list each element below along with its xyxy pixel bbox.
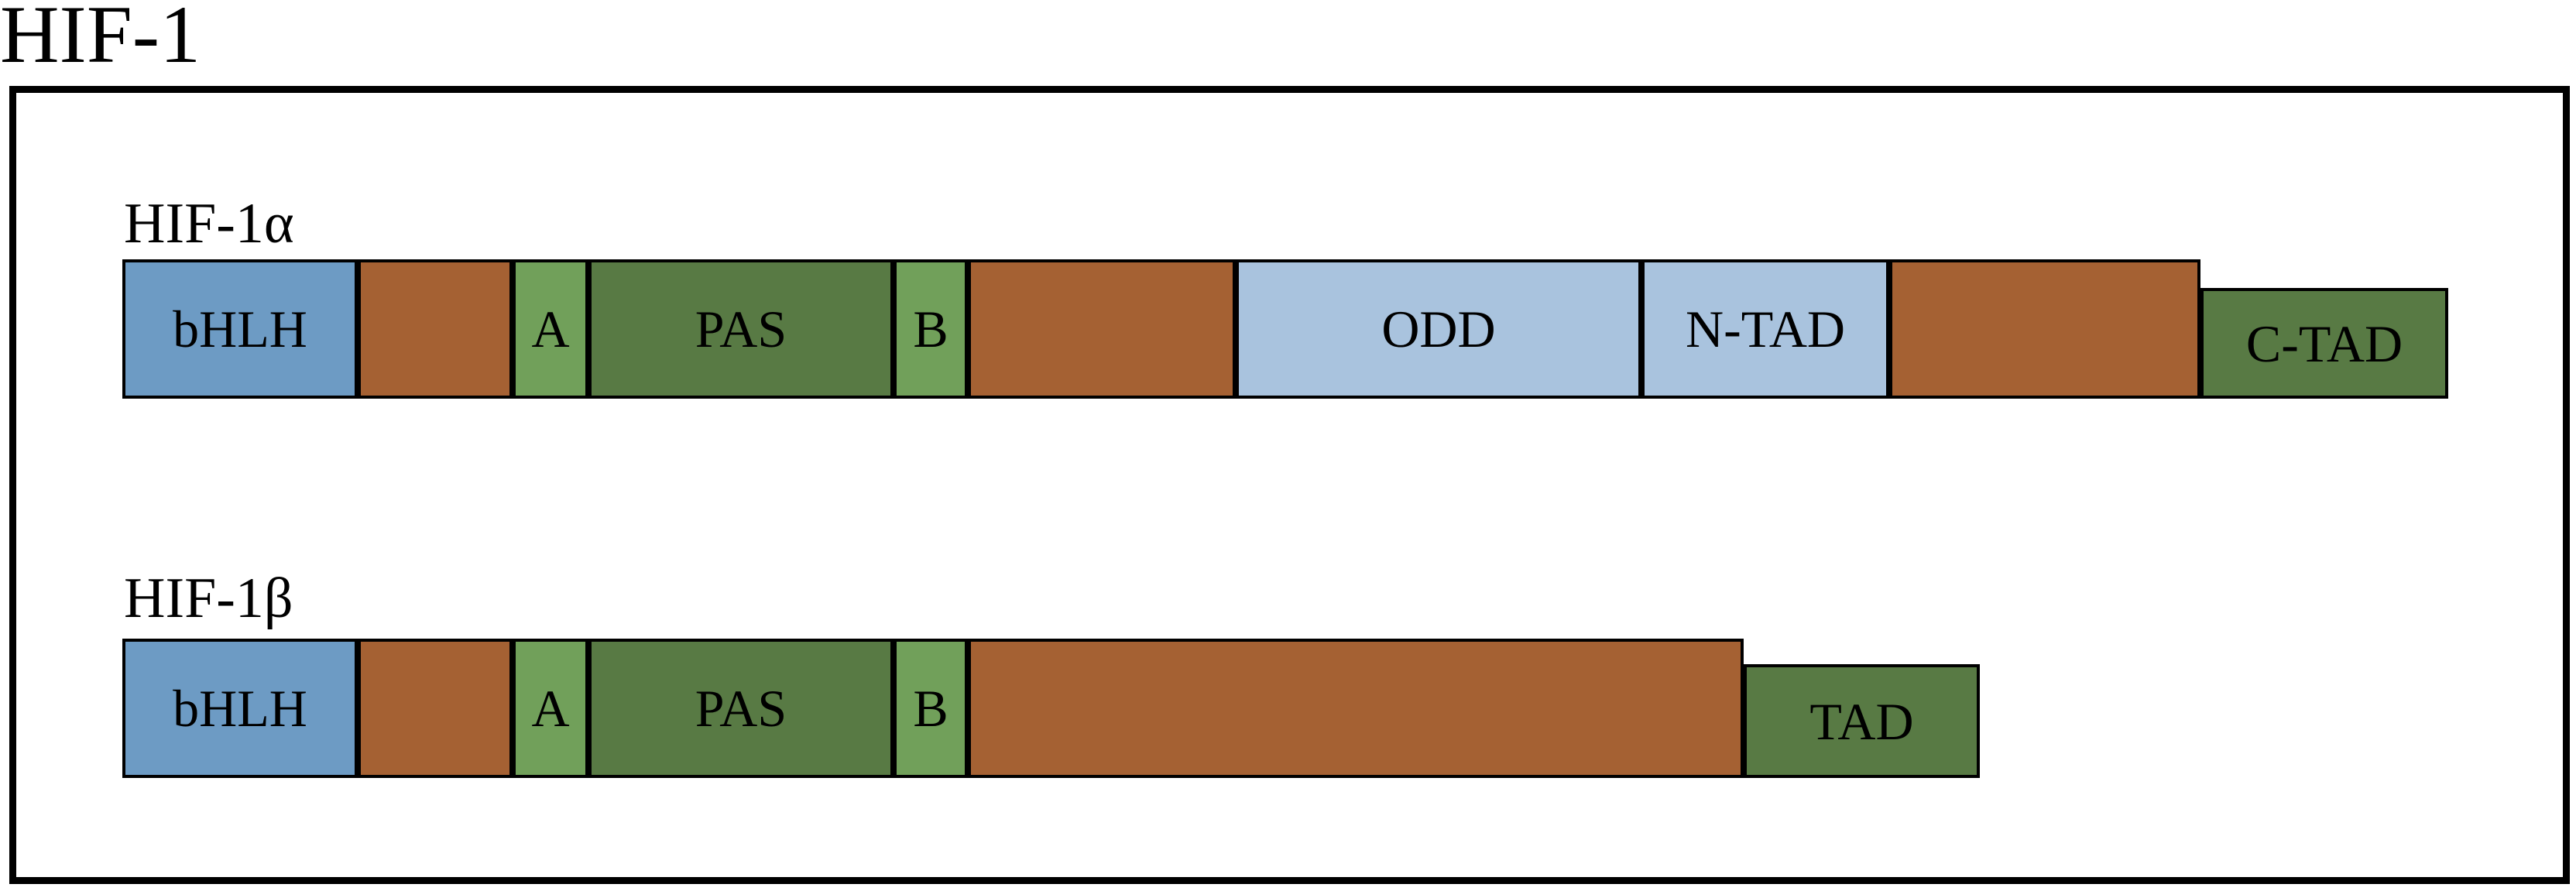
hif1-beta-domain-tad: TAD: [1744, 664, 1980, 778]
hif1-beta-domain-label: PAS: [695, 679, 787, 738]
hif1-alpha-domain-label: A: [531, 300, 570, 358]
hif1-alpha-domain-odd: ODD: [1236, 259, 1641, 399]
hif1-alpha-domain-label: C-TAD: [2245, 314, 2403, 373]
hif1-alpha-domain-n-tad: N-TAD: [1641, 259, 1889, 399]
hif1-alpha-label: HIF-1α: [124, 192, 294, 255]
hif1-beta-domain-a: A: [513, 639, 588, 778]
hif1-beta-domain-bhlh: bHLH: [122, 639, 358, 778]
hif1-alpha-domain-label: bHLH: [173, 300, 307, 358]
diagram-frame: [9, 86, 2570, 884]
hif1-alpha-domain-label: ODD: [1381, 300, 1496, 358]
hif1-alpha-domain-a: A: [513, 259, 588, 399]
hif1-beta-domain-b: B: [894, 639, 968, 778]
hif1-alpha-domain-bhlh: bHLH: [122, 259, 358, 399]
hif1-beta-domain-label: bHLH: [173, 679, 307, 738]
hif1-alpha-domain-linker-5: [968, 259, 1236, 399]
hif1-beta-domain-linker-1: [358, 639, 513, 778]
hif1-alpha-domain-c-tad: C-TAD: [2200, 288, 2448, 399]
hif1-beta-domain-label: TAD: [1809, 691, 1914, 751]
hif1-beta-label: HIF-1β: [124, 567, 293, 630]
hif1-alpha-domain-label: B: [913, 300, 948, 358]
hif1-alpha-domain-b: B: [894, 259, 968, 399]
hif1-alpha-domain-label: PAS: [695, 300, 787, 358]
hif1-beta-domain-pas: PAS: [588, 639, 894, 778]
hif1-beta-domain-label: B: [913, 679, 948, 738]
hif1-alpha-domain-label: N-TAD: [1685, 300, 1846, 358]
hif1-alpha-domain-linker-8: [1889, 259, 2200, 399]
hif1-beta-domain-label: A: [531, 679, 570, 738]
hif1-alpha-domain-pas: PAS: [588, 259, 894, 399]
hif1-alpha-domain-linker-1: [358, 259, 513, 399]
diagram-title: HIF-1: [0, 0, 201, 80]
hif1-beta-domain-linker-5: [968, 639, 1744, 778]
